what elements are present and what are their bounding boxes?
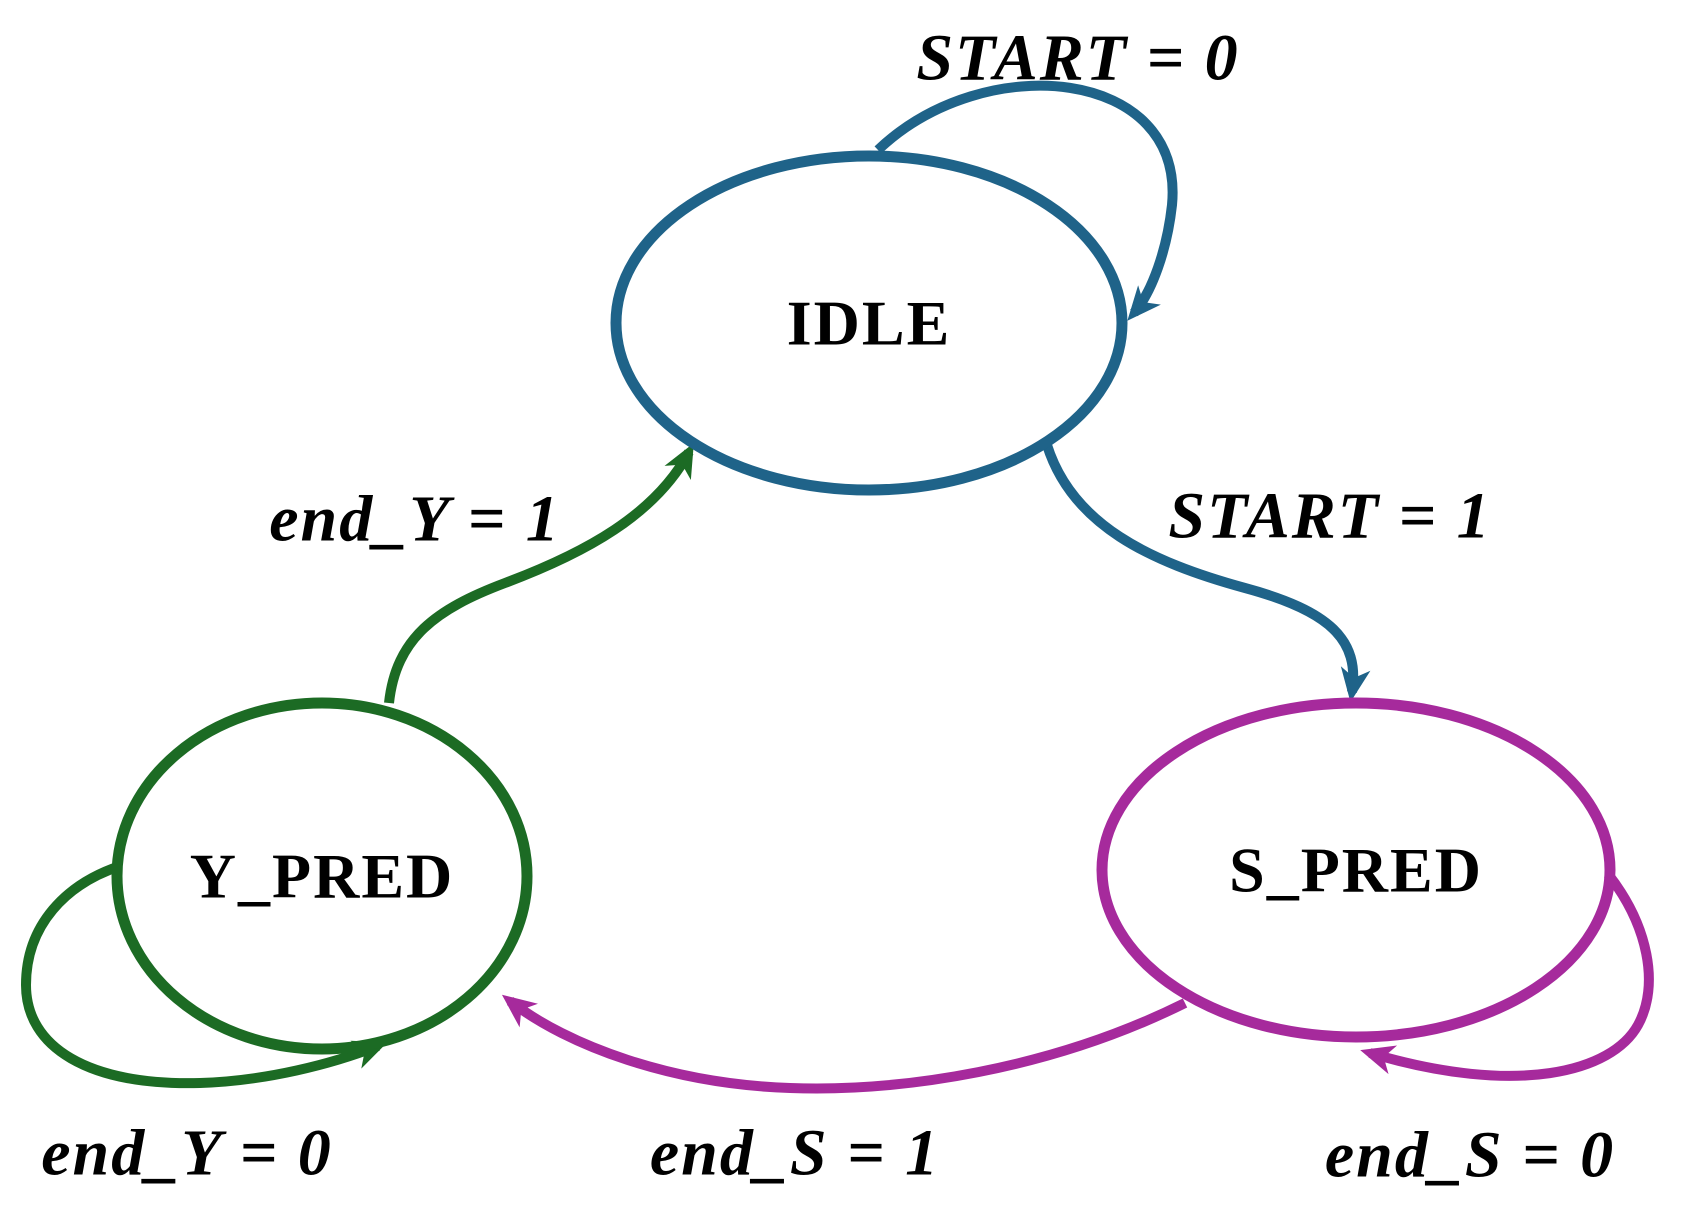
transition-idle-to-s_pred-arrow [1042, 443, 1371, 703]
state-s_pred-label: S_PRED [1229, 835, 1483, 906]
transition-y_pred-self-arrow [20, 861, 388, 1089]
transition-label-start-0: START = 0 [916, 22, 1239, 95]
state-y_pred-label: Y_PRED [190, 841, 454, 912]
transition-label-end_y-1: end_Y = 1 [269, 483, 560, 556]
transition-s_pred-to-y_pred-arrow [501, 994, 1188, 1094]
transition-label-end_y-0: end_Y = 0 [41, 1117, 332, 1190]
transition-y_pred-to-idle-arrow [384, 443, 694, 704]
transition-label-end_s-0: end_S = 0 [1325, 1119, 1615, 1192]
transition-s_pred-self-arrow [1360, 870, 1654, 1081]
state-y_pred-ellipse [111, 697, 533, 1055]
transition-label-start-1: START = 1 [1168, 480, 1491, 553]
state-idle-label: IDLE [787, 288, 952, 359]
transition-idle-self-arrow [874, 80, 1178, 321]
transition-label-end_s-1: end_S = 1 [650, 1117, 940, 1190]
state-s_pred-ellipse [1096, 697, 1616, 1043]
state-idle-ellipse [610, 150, 1128, 496]
